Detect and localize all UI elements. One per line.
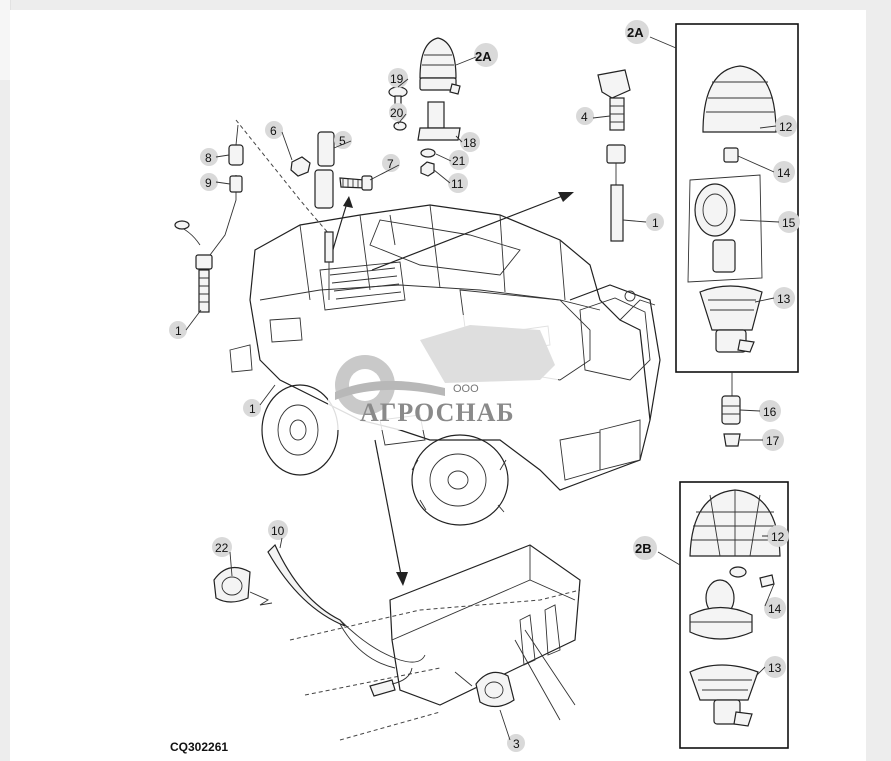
part-6-nut — [290, 156, 311, 177]
part-1-harness-right — [610, 184, 624, 242]
callout-4: 4 — [581, 110, 588, 124]
part-22-clamp — [213, 566, 251, 603]
callout-14-2a: 14 — [777, 166, 791, 180]
callout-1-machine: 1 — [249, 402, 256, 416]
callout-3: 3 — [513, 737, 520, 751]
harness-plug — [195, 254, 213, 270]
callout-17: 17 — [766, 434, 780, 448]
part-18-mount-post — [427, 101, 445, 129]
callout-7: 7 — [387, 157, 394, 171]
part-17-plug — [723, 433, 741, 447]
part-13-base-2b — [689, 664, 759, 701]
part-8-connector — [228, 144, 244, 166]
callout-6: 6 — [270, 124, 277, 138]
watermark-prefix: ООО — [453, 383, 479, 395]
part-16-connector — [721, 395, 741, 425]
callout-2b-box: 2B — [635, 541, 652, 556]
harness-connector-right — [606, 144, 626, 164]
mounting-bracket — [389, 544, 581, 706]
callout-9: 9 — [205, 176, 212, 190]
part-20-washer — [393, 121, 407, 131]
callout-circles — [169, 20, 800, 752]
callout-5: 5 — [339, 134, 346, 148]
callout-11: 11 — [451, 177, 464, 191]
watermark: ООО АГРОСНАБ — [328, 315, 558, 430]
callout-labels: 2A 19 20 5 6 8 9 7 18 21 11 4 1 1 1 2A 1… — [175, 25, 796, 751]
part-9-connector — [229, 175, 243, 193]
detail-box-2b — [657, 481, 789, 749]
leader-arrows — [235, 119, 574, 586]
detail-box-2a — [649, 23, 799, 373]
callout-1-left: 1 — [175, 324, 182, 338]
callout-15: 15 — [782, 216, 796, 230]
bottom-mount-group — [213, 543, 581, 741]
part-10-cable — [267, 543, 346, 627]
callout-2a-top: 2A — [475, 49, 492, 64]
center-parts-group — [290, 131, 373, 300]
callout-12-2a: 12 — [779, 120, 793, 134]
part-18-bracket — [417, 127, 461, 141]
part-21-washer — [420, 148, 436, 158]
part-3-mount-clamp — [475, 671, 515, 708]
right-mount-group — [597, 69, 631, 242]
callout-2a-box: 2A — [627, 25, 644, 40]
callout-13-2a: 13 — [777, 292, 791, 306]
combine-silhouette — [420, 325, 555, 383]
beacon-dome-top — [419, 37, 457, 79]
callout-13-2b: 13 — [768, 661, 782, 675]
part-5-holder — [317, 131, 335, 167]
cable-plug — [369, 679, 396, 697]
part-12-dome-2a — [702, 65, 777, 133]
callout-1-right: 1 — [652, 216, 659, 230]
callout-16: 16 — [763, 405, 777, 419]
callout-14-2b: 14 — [768, 602, 782, 616]
part-11-nut — [420, 161, 435, 177]
part-14-bulb-2a — [723, 147, 739, 163]
parts-16-17 — [721, 372, 741, 447]
beacon-mount-group — [388, 37, 461, 177]
ring-2b — [689, 606, 753, 640]
callout-18: 18 — [463, 136, 477, 150]
callout-22: 22 — [215, 541, 229, 555]
figure-code: CQ302261 — [170, 740, 229, 754]
callout-8: 8 — [205, 151, 212, 165]
part-15-reflector — [694, 183, 736, 237]
callout-19: 19 — [390, 72, 404, 86]
ring-terminal — [174, 220, 190, 230]
callout-leaders — [185, 56, 780, 741]
callout-21: 21 — [452, 154, 466, 168]
callout-12-2b: 12 — [771, 530, 785, 544]
part-4-mount-head — [597, 69, 631, 99]
part-13-base-2a — [699, 285, 763, 331]
left-harness-group — [174, 124, 244, 313]
part-5-tube — [314, 169, 334, 209]
watermark-company: АГРОСНАБ — [360, 398, 515, 427]
callout-20: 20 — [390, 106, 404, 120]
part-14-bulb-2b — [759, 574, 775, 588]
part-1-harness-left — [198, 269, 210, 313]
callout-10: 10 — [271, 524, 285, 538]
